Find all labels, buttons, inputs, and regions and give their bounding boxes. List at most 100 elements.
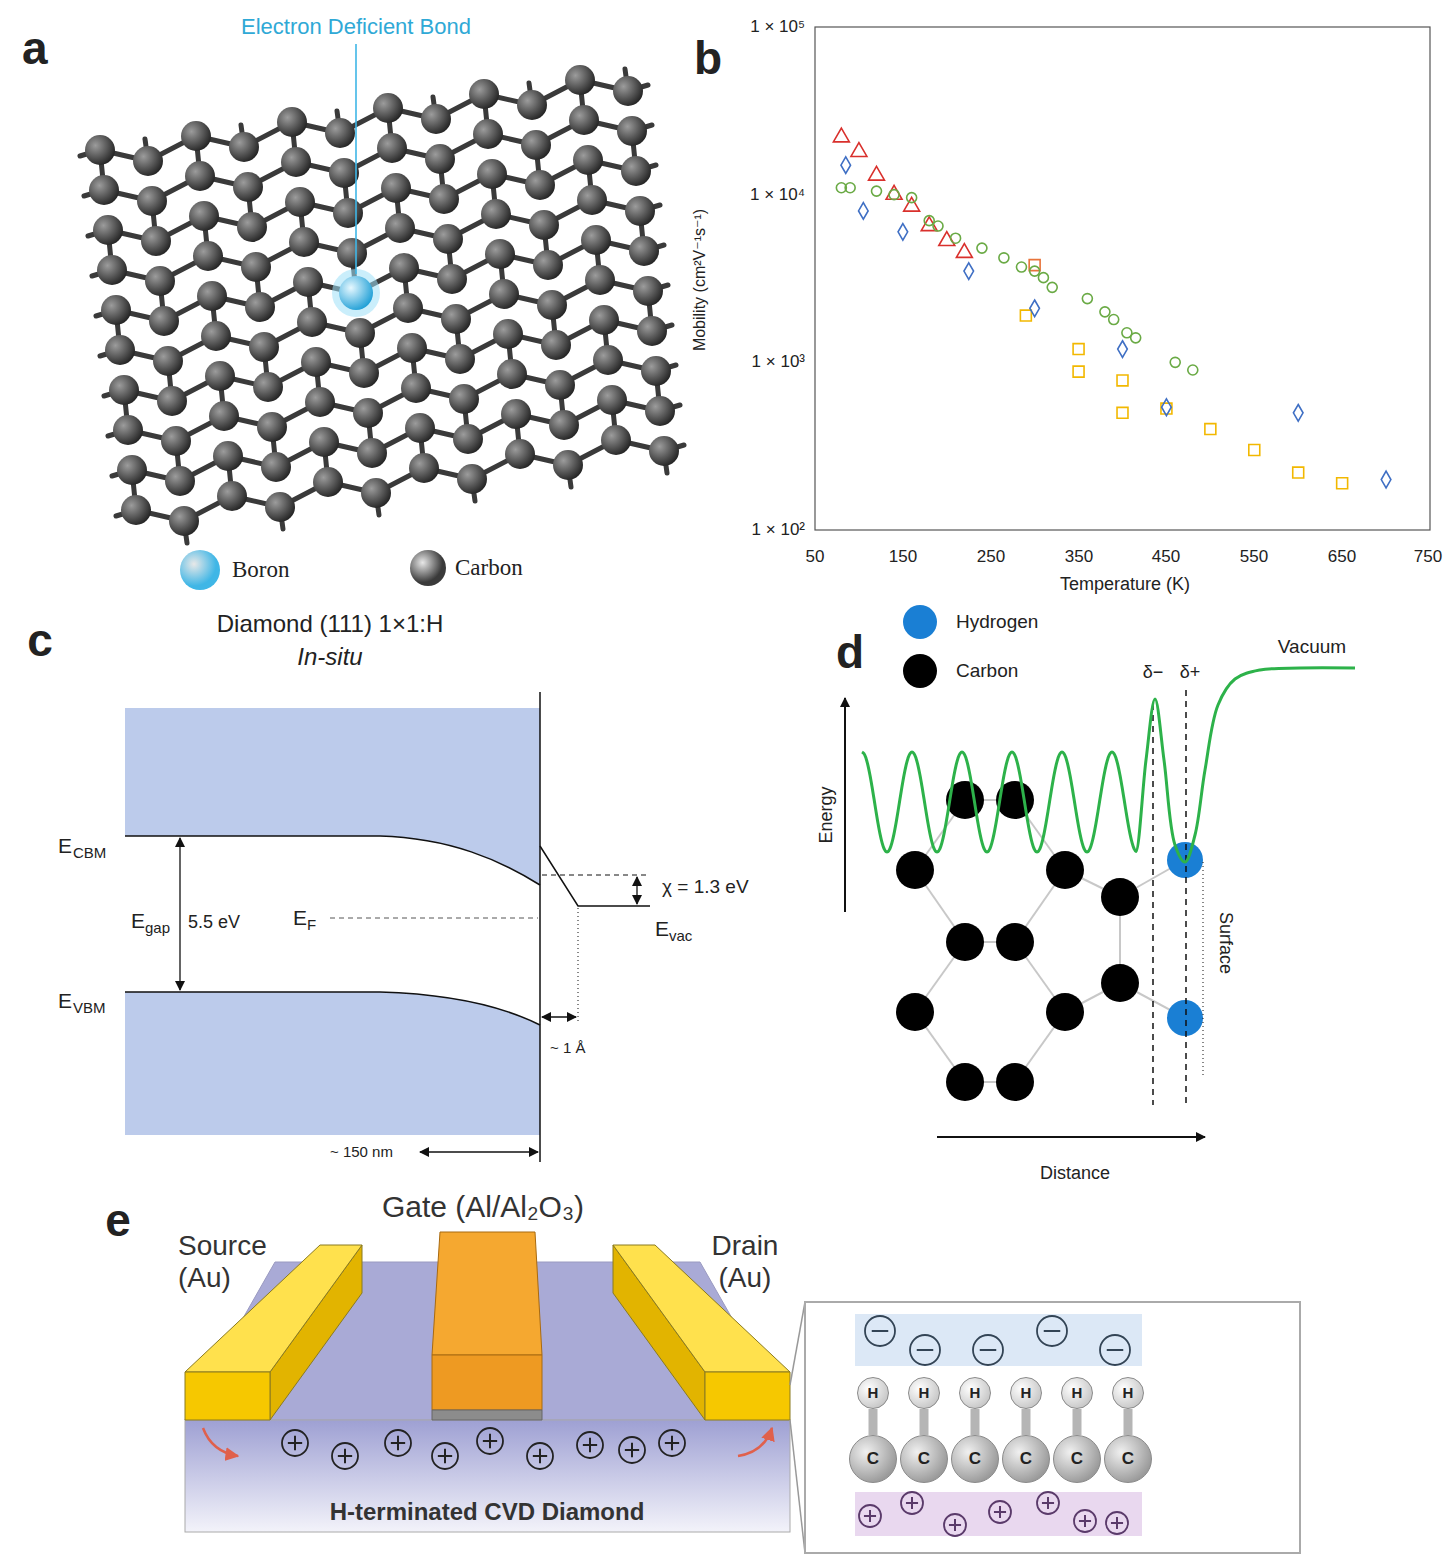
diamond-lattice	[309, 427, 339, 457]
diamond-lattice	[525, 170, 555, 200]
diamond-lattice	[337, 238, 367, 268]
data-diamond	[859, 203, 869, 220]
diamond-lattice	[285, 187, 315, 217]
transistor-sketch	[432, 1410, 542, 1420]
positive-charge	[589, 1438, 591, 1452]
surface-dipole-diagram	[946, 923, 984, 961]
negative-charge	[865, 1316, 895, 1346]
diamond-lattice	[193, 241, 223, 271]
data-circle	[1030, 266, 1040, 276]
diamond-lattice	[197, 281, 227, 311]
diamond-lattice	[93, 215, 123, 245]
band-diagram	[578, 908, 579, 1024]
positive-charge	[1037, 1492, 1059, 1514]
figure-heading: Diamond (111) 1×1:H	[217, 610, 444, 638]
diamond-lattice	[169, 506, 199, 536]
diamond-lattice	[541, 330, 571, 360]
diamond-lattice	[241, 252, 271, 282]
data-triangle	[833, 128, 972, 257]
axis-arrow	[844, 698, 846, 912]
legend-label: Hydrogen	[956, 611, 1038, 633]
positive-charge	[1047, 1497, 1049, 1509]
band-diagram	[539, 692, 541, 1162]
band-diagram	[540, 846, 650, 906]
data-square	[1073, 366, 1084, 377]
diamond-lattice	[281, 147, 311, 177]
legend-swatch	[180, 550, 220, 590]
positive-charge	[859, 1492, 1128, 1536]
diamond-lattice	[85, 135, 115, 165]
diamond-lattice	[133, 146, 163, 176]
diamond-lattice	[445, 344, 475, 374]
energy-level-label: E	[293, 906, 307, 930]
carbon-atom: C	[1002, 1435, 1050, 1483]
axis-tick-label: 50	[806, 547, 825, 567]
data-square	[1337, 478, 1348, 489]
diamond-lattice	[641, 356, 671, 386]
diamond-lattice	[529, 210, 559, 240]
transistor-sketch	[705, 1372, 790, 1420]
diamond-lattice	[261, 452, 291, 482]
diamond-lattice	[517, 90, 547, 120]
data-triangle	[904, 197, 920, 211]
diamond-lattice	[493, 319, 523, 349]
chemical-bond	[971, 1409, 980, 1435]
atom-symbol: H	[970, 1385, 981, 1402]
dimension-arrow	[636, 877, 637, 904]
diamond-lattice	[101, 295, 131, 325]
energy-level-subscript: gap	[145, 919, 170, 936]
dimension-label: ~ 150 nm	[330, 1143, 393, 1160]
positive-charge	[631, 1443, 633, 1457]
axis-tick-label: 350	[1065, 547, 1093, 567]
axis-arrow	[937, 1136, 1205, 1138]
diamond-lattice	[389, 253, 419, 283]
hydrogen-atom: H	[1010, 1377, 1042, 1409]
diamond-lattice	[80, 44, 684, 543]
diamond-lattice	[325, 118, 355, 148]
diamond-lattice	[233, 172, 263, 202]
data-circle	[1131, 333, 1141, 343]
diamond-lattice	[421, 104, 451, 134]
positive-charge	[489, 1434, 491, 1448]
diamond-lattice	[581, 225, 611, 255]
negative-charge	[1044, 1330, 1061, 1332]
diamond-lattice	[345, 318, 375, 348]
diamond-lattice	[265, 492, 295, 522]
atom-symbol: C	[969, 1450, 981, 1469]
transistor-sketch	[432, 1232, 542, 1355]
diamond-lattice	[165, 466, 195, 496]
diamond-lattice	[437, 264, 467, 294]
negative-charge	[872, 1330, 889, 1332]
surface-dipole-diagram	[1203, 862, 1204, 1078]
data-diamond	[841, 157, 851, 174]
diamond-lattice	[332, 269, 380, 317]
diamond-lattice	[361, 478, 391, 508]
diamond-lattice	[501, 399, 531, 429]
diamond-lattice	[293, 267, 323, 297]
diamond-lattice	[505, 439, 535, 469]
data-square	[1117, 407, 1128, 418]
surface-dipole-diagram	[1185, 690, 1187, 1105]
diamond-lattice	[97, 255, 127, 285]
axis-tick-label: 1 × 10³	[752, 352, 805, 372]
atom-symbol: C	[1020, 1450, 1032, 1469]
negative-charge	[1107, 1349, 1124, 1351]
positive-charge	[332, 1443, 358, 1469]
mobility-chart	[815, 27, 1430, 530]
data-diamond	[1381, 471, 1391, 488]
carbon-atom: C	[1104, 1435, 1152, 1483]
diamond-lattice	[553, 450, 583, 480]
positive-charge	[671, 1436, 673, 1450]
region-label: Vacuum	[1278, 636, 1346, 658]
surface-dipole-diagram	[1101, 964, 1139, 1002]
positive-charge	[999, 1506, 1001, 1518]
diamond-lattice	[245, 292, 275, 322]
energy-level-subscript: VBM	[73, 999, 106, 1016]
axis-title: Temperature (K)	[1060, 574, 1190, 595]
diamond-lattice	[585, 265, 615, 295]
diamond-lattice	[589, 305, 619, 335]
diamond-lattice	[521, 130, 551, 160]
